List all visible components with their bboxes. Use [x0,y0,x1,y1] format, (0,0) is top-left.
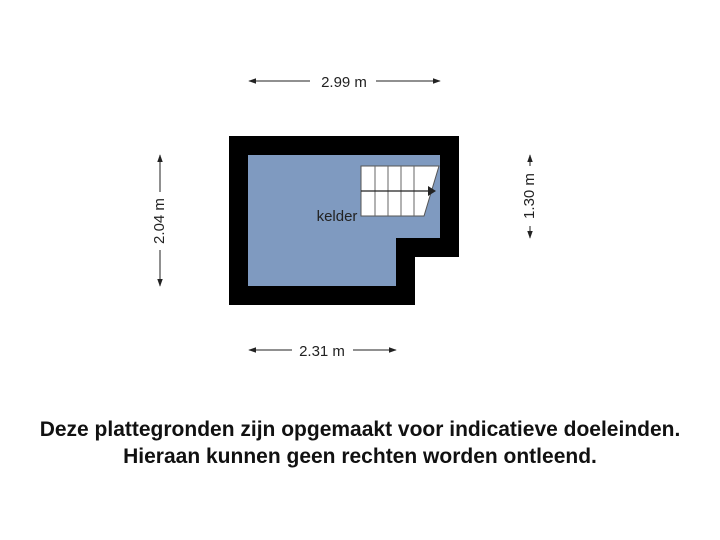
floorplan-drawing: kelder 2.99 m 2.31 m 2.04 m 1.30 m [151,74,538,360]
dimension-right-label: 1.30 m [521,173,538,219]
dimension-right: 1.30 m [521,154,538,239]
disclaimer-line-2: Hieraan kunnen geen rechten worden ontle… [123,445,597,468]
dimension-left-label: 2.04 m [151,198,168,244]
dimension-bottom: 2.31 m [248,343,397,360]
room-label: kelder [317,208,358,225]
dimension-top: 2.99 m [248,74,441,91]
disclaimer: Deze plattegronden zijn opgemaakt voor i… [0,416,720,470]
staircase [360,165,440,217]
disclaimer-line-1: Deze plattegronden zijn opgemaakt voor i… [39,418,681,441]
dimension-bottom-label: 2.31 m [299,343,345,360]
dimension-top-label: 2.99 m [321,74,367,91]
dimension-left: 2.04 m [151,154,168,287]
